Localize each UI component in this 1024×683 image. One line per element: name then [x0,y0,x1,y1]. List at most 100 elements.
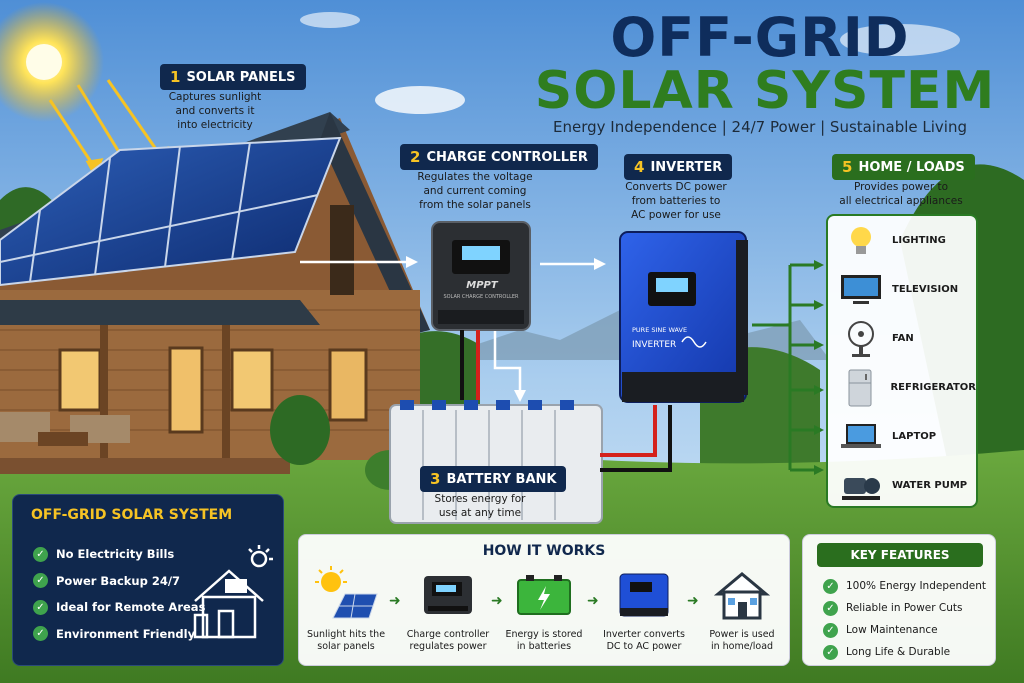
check-icon: ✓ [33,599,48,615]
desc-line: Stores energy for [434,493,526,505]
how-step-text: Charge controller [406,629,490,640]
offgrid-benefits-box: OFF-GRID SOLAR SYSTEM ✓ No Electricity Bi… [12,494,284,666]
step-title: BATTERY BANK [446,471,557,487]
step-4-description: Converts DC power from batteries to AC p… [616,180,736,222]
list-item-text: Environment Friendly [56,626,196,641]
step-number: 2 [410,148,421,166]
load-label: REFRIGERATOR [890,382,976,393]
step-3-description: Stores energy for use at any time [420,492,540,520]
list-item-text: Reliable in Power Cuts [846,602,963,614]
check-icon: ✓ [33,546,48,562]
key-features-title: KEY FEATURES [817,543,983,567]
how-step-text: Power is used [709,629,775,640]
desc-line: and converts it [175,105,255,117]
desc-line: Converts DC power [625,181,727,193]
controller-subtitle: SOLAR CHARGE CONTROLLER [443,294,519,300]
loads-panel: LIGHTING TELEVISION FAN REFRIGERATOR LAP… [826,214,978,508]
how-step-text: in home/load [710,641,774,652]
fan-icon [838,319,884,359]
step-3-label: 3 BATTERY BANK [420,466,567,492]
how-step-text: Sunlight hits the [306,629,386,640]
load-item-refrigerator: REFRIGERATOR [828,363,976,412]
offgrid-benefits-list: ✓ No Electricity Bills ✓Power Backup 24/7… [33,541,205,647]
desc-line: Provides power to [853,181,949,193]
list-item: ✓ 100% Energy Independent [823,575,986,597]
home-icon [697,565,787,625]
inverter-icon [599,565,689,625]
list-item: ✓ Low Maintenance [823,619,986,641]
how-step-text: Inverter converts [603,629,685,640]
desc-line: all electrical appliances [839,195,963,207]
list-item-text: Long Life & Durable [846,646,951,658]
step-number: 3 [430,470,441,488]
list-item: ✓ No Electricity Bills [33,541,205,568]
list-item-text: No Electricity Bills [56,547,175,562]
check-icon: ✓ [823,644,838,660]
step-2-description: Regulates the voltage and current coming… [400,170,550,212]
page-tagline: Energy Independence | 24/7 Power | Susta… [552,118,967,136]
check-icon: ✓ [823,600,838,616]
desc-line: from batteries to [631,195,721,207]
desc-line: Captures sunlight [168,91,262,103]
arrow-right-icon: ➜ [389,593,401,609]
list-item: ✓ Reliable in Power Cuts [823,597,986,619]
page-title-line2: SOLAR SYSTEM [534,61,996,121]
step-number: 5 [842,158,853,176]
how-step-text: regulates power [409,641,487,652]
load-item-television: TELEVISION [828,265,976,314]
how-it-works-title: HOW IT WORKS [482,543,606,559]
desc-line: Regulates the voltage [417,171,533,183]
list-item: ✓ Long Life & Durable [823,641,986,663]
step-title: SOLAR PANELS [186,69,296,85]
step-title: HOME / LOADS [858,159,965,175]
step-2-label: 2 CHARGE CONTROLLER [400,144,598,170]
step-1-label: 1 SOLAR PANELS [160,64,306,90]
list-item: ✓ Ideal for Remote Areas [33,594,205,621]
fridge-icon [838,368,882,408]
step-title: CHARGE CONTROLLER [426,149,588,165]
inverter-line2: INVERTER [632,340,677,350]
load-item-water-pump: WATER PUMP [828,461,976,510]
load-item-fan: FAN [828,314,976,363]
load-label: TELEVISION [892,284,959,295]
bulb-icon [838,221,884,261]
step-number: 4 [634,158,645,176]
tv-icon [838,270,884,310]
check-icon: ✓ [823,622,838,638]
check-icon: ✓ [823,578,838,594]
load-label: FAN [892,333,914,344]
step-1-description: Captures sunlight and converts it into e… [150,90,280,132]
step-5-description: Provides power to all electrical applian… [826,180,976,208]
how-step-text: in batteries [516,641,572,652]
list-item-text: Ideal for Remote Areas [56,600,206,615]
arrow-right-icon: ➜ [491,593,503,609]
key-features-list: ✓ 100% Energy Independent ✓ Reliable in Po… [823,575,986,663]
offgrid-box-title: OFF-GRID SOLAR SYSTEM [31,507,233,523]
key-features-panel: KEY FEATURES ✓ 100% Energy Independent ✓ R… [802,534,996,666]
list-item-text: 100% Energy Independent [846,580,987,592]
sun-panel-icon [301,565,391,625]
check-icon: ✓ [33,573,48,589]
list-item: ✓Power Backup 24/7 [33,568,205,595]
pump-icon [838,466,884,506]
how-step-text: solar panels [317,641,375,652]
controller-icon [403,565,493,625]
step-5-label: 5 HOME / LOADS [832,154,975,180]
desc-line: into electricity [177,119,253,131]
list-item-text: Low Maintenance [846,624,938,636]
controller-brand: MPPT [466,280,498,291]
desc-line: use at any time [438,507,522,519]
desc-line: from the solar panels [419,199,531,211]
step-title: INVERTER [650,159,723,175]
arrow-right-icon: ➜ [587,593,599,609]
page-title-line1: OFF-GRID [610,6,910,69]
load-label: LAPTOP [892,431,937,442]
step-4-label: 4 INVERTER [624,154,733,180]
desc-line: and current coming [423,185,527,197]
